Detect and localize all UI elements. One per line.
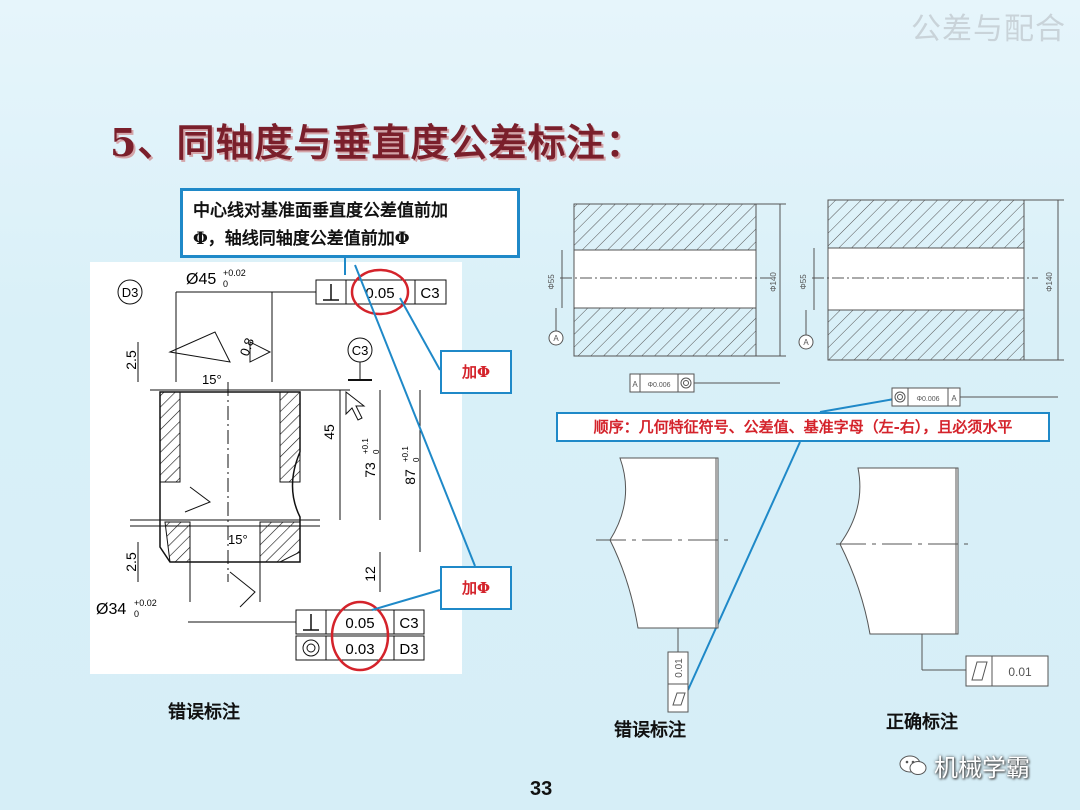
flatness-icon-wrong xyxy=(672,692,686,706)
flatness-icon-right xyxy=(971,661,988,681)
slide-title: 5、同轴度与垂直度公差标注： xyxy=(110,120,645,165)
dia34-tol-upper: +0.02 xyxy=(134,598,157,608)
flat-value-wrong: 0.01 xyxy=(674,658,685,678)
caption-right: 正确标注 xyxy=(886,712,958,733)
frame-bottom-value-2: 0.03 xyxy=(345,641,374,658)
datum-d3-label: D3 xyxy=(122,285,139,300)
section-tag: 公差与配合 xyxy=(911,12,1066,47)
rule-note: 顺序：几何特征符号、公差值、基准字母（左-右），且必须水平 xyxy=(556,412,1050,442)
callout-line-1: 中心线对基准面垂直度公差值前加 xyxy=(193,201,448,221)
brand-name: 机械学霸 xyxy=(934,755,1030,782)
frame-value-wrong: Φ0.006 xyxy=(647,382,670,389)
caption-middle: 错误标注 xyxy=(614,720,686,741)
dia34-label: Ø34 xyxy=(96,601,126,618)
frame-datum-right: A xyxy=(951,394,957,403)
dim-87-tol-upper: +0.1 xyxy=(401,446,410,462)
callout-note: 中心线对基准面垂直度公差值前加 Φ，轴线同轴度公差值前加Φ xyxy=(180,188,520,258)
frame-datum-wrong: A xyxy=(632,380,638,389)
dia45-label: Ø45 xyxy=(186,271,216,288)
add-phi-label-1: 加Φ xyxy=(440,350,512,394)
datum-a-right: A xyxy=(803,338,809,347)
wechat-icon xyxy=(899,755,927,775)
dim-87: 87 xyxy=(402,469,418,485)
cursor-icon xyxy=(345,390,366,421)
frame-bottom-datum-1: C3 xyxy=(399,615,418,632)
frame-top-datum: C3 xyxy=(420,285,439,302)
frame-bottom-value-1: 0.05 xyxy=(345,615,374,632)
datum-c3-label: C3 xyxy=(352,343,369,358)
dim-12: 12 xyxy=(362,566,378,582)
left-drawing-svg: D3 C3 Ø45 +0.02 0 0.05 C3 2.5 2.5 45 73 … xyxy=(96,268,447,672)
dim-87-tol-lower: 0 xyxy=(412,457,421,462)
dim-55-right: Φ55 xyxy=(799,274,808,290)
right-drawings: Φ55 Φ140 A A Φ0.006 Φ55 Φ140 A Φ0.006 A … xyxy=(547,199,1064,713)
page-number: 33 xyxy=(530,778,553,800)
dim-140-right: Φ140 xyxy=(1045,272,1054,292)
dim-45: 45 xyxy=(321,424,337,440)
dim-2-5-top: 2.5 xyxy=(123,350,139,370)
dim-73-tol-upper: +0.1 xyxy=(361,438,370,454)
flat-value-right: 0.01 xyxy=(1008,665,1032,679)
dia45-tol-upper: +0.02 xyxy=(223,268,246,278)
dim-73-tol-lower: 0 xyxy=(372,449,381,454)
dim-73: 73 xyxy=(362,462,378,478)
angle-15-bottom: 15° xyxy=(228,532,248,547)
brand-watermark: 机械学霸 xyxy=(898,748,1030,783)
datum-a-wrong: A xyxy=(553,334,559,343)
angle-15-top: 15° xyxy=(202,372,222,387)
roughness-label: 0.8 xyxy=(237,336,257,358)
dia45-tol-lower: 0 xyxy=(223,279,228,289)
dim-55-wrong: Φ55 xyxy=(547,274,556,290)
add-phi-label-2: 加Φ xyxy=(440,566,512,610)
dim-2-5-bottom: 2.5 xyxy=(123,552,139,572)
frame-bottom-datum-2: D3 xyxy=(399,641,418,658)
frame-value-right: Φ0.006 xyxy=(916,396,939,403)
caption-left: 错误标注 xyxy=(168,702,240,723)
callout-line-2: Φ，轴线同轴度公差值前加Φ xyxy=(193,229,410,249)
frame-top-value: 0.05 xyxy=(365,285,394,302)
dia34-tol-lower: 0 xyxy=(134,609,139,619)
dim-140-wrong: Φ140 xyxy=(769,272,778,292)
left-drawing: D3 C3 Ø45 +0.02 0 0.05 C3 2.5 2.5 45 73 … xyxy=(90,262,462,674)
